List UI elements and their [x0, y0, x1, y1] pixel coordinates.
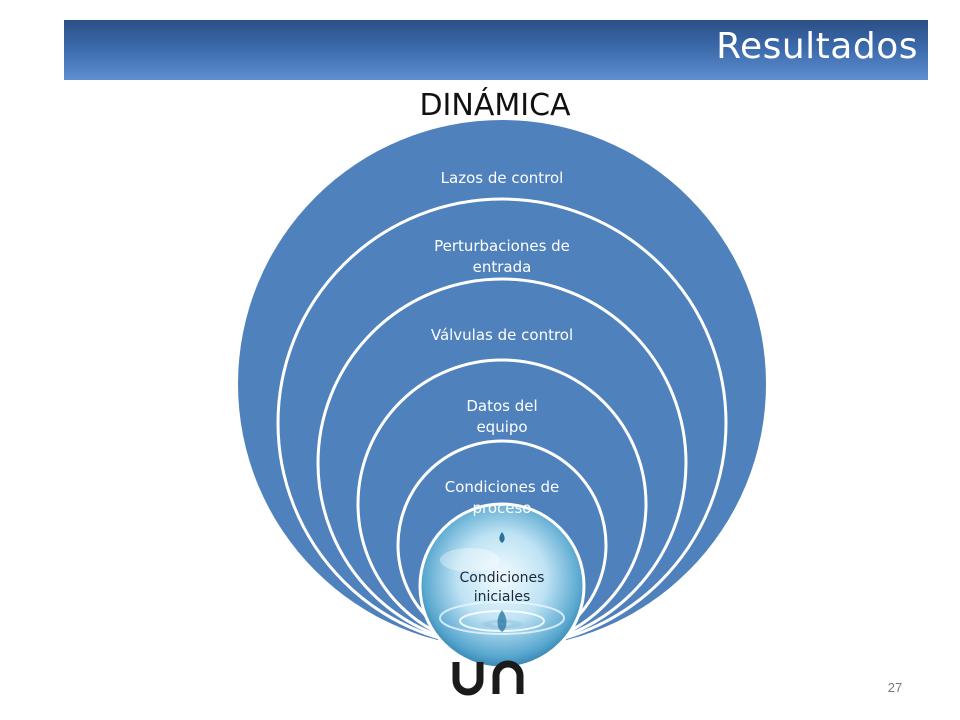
slide-subtitle: DINÁMICA — [419, 88, 571, 123]
slide-title: Resultados — [716, 26, 918, 67]
circle-label-condiciones-iniciales: Condiciones iniciales — [459, 570, 545, 605]
ring-label-valvulas-de-control: Válvulas de control — [430, 326, 574, 344]
ring-label-datos-del-equipo: Datos del equipo — [466, 397, 538, 436]
water-drop-image — [418, 502, 586, 670]
ring-label-lazos-de-control: Lazos de control — [440, 169, 564, 187]
page-number: 27 — [887, 680, 903, 695]
header-bar: Resultados — [64, 20, 928, 80]
un-logo — [452, 660, 524, 696]
ring-label-condiciones-de-proceso: Condiciones de proceso — [444, 478, 560, 517]
ring-label-perturbaciones-de-entrada: Perturbaciones de entrada — [434, 237, 570, 276]
